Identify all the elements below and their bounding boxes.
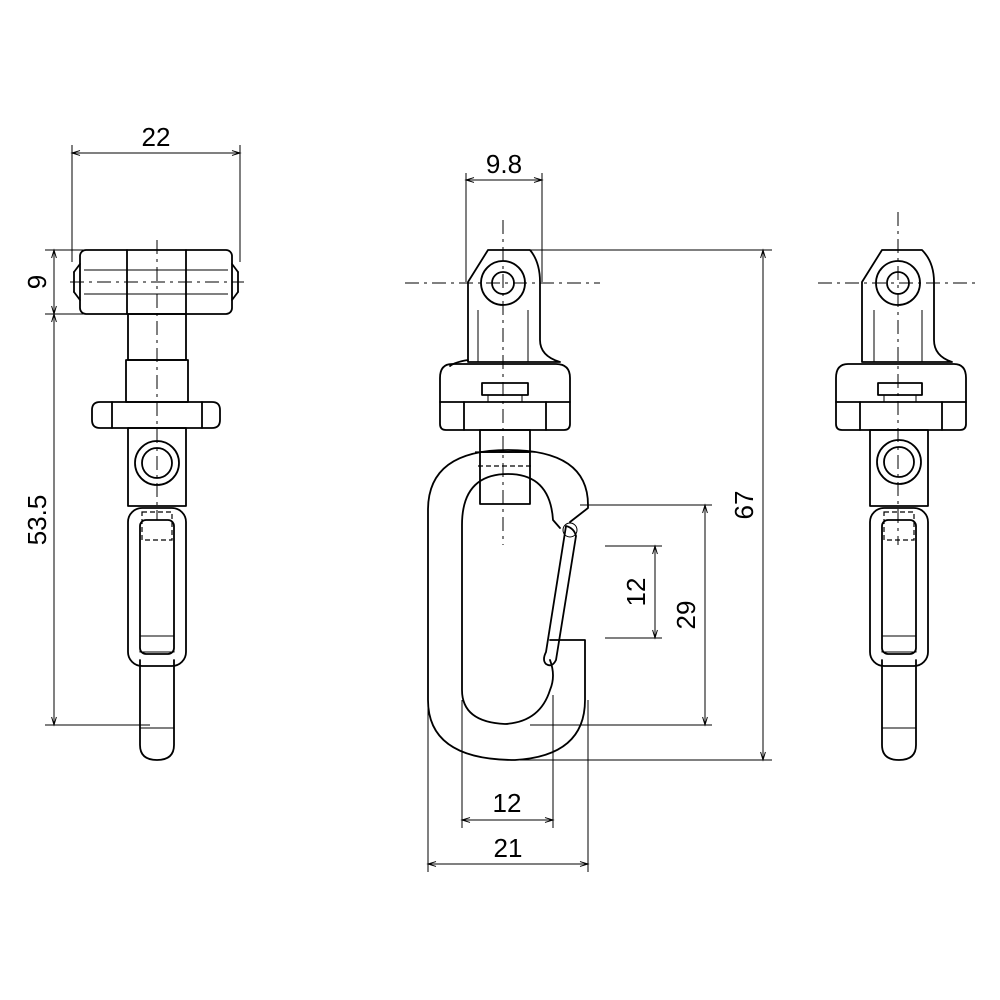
side-hook-tail [139,659,175,761]
side-total-height-label: 53.5 [22,495,52,546]
rear-view [818,212,975,761]
side-swivel-block [127,427,187,541]
front-gate-opening-label: 12 [621,578,651,607]
front-snap-hook [427,449,589,761]
front-dim-total-height: 67 [520,248,772,762]
front-view: 9.8 67 29 12 12 [405,149,772,872]
front-inner-height-label: 29 [671,601,701,630]
side-flange [91,401,221,429]
front-total-height-label: 67 [729,491,759,520]
rear-hook-tail [881,659,917,761]
side-dim-width: 22 [70,122,242,262]
side-head-height-label: 9 [22,275,52,289]
front-eye-width-label: 9.8 [486,149,522,179]
front-dim-outer-width: 21 [426,700,590,872]
front-outer-width-label: 21 [494,833,523,863]
rear-swivel-block [869,429,929,541]
side-dim-total-height: 53.5 [22,312,150,727]
side-link-loop [127,507,187,667]
rear-eye-bracket [818,212,975,545]
front-body-block [439,363,571,453]
rear-body-block [835,363,967,431]
rear-link-loop [869,507,929,667]
side-view: 22 9 53.5 [22,122,244,761]
front-dim-eye-width: 9.8 [464,149,544,282]
side-dim-head-height: 9 [22,248,130,316]
front-inner-width-label: 12 [493,788,522,818]
front-dim-gate-opening: 12 [605,544,662,640]
side-width-label: 22 [142,122,171,152]
front-dim-inner-height: 29 [530,503,712,727]
front-dim-inner-width: 12 [460,695,555,828]
